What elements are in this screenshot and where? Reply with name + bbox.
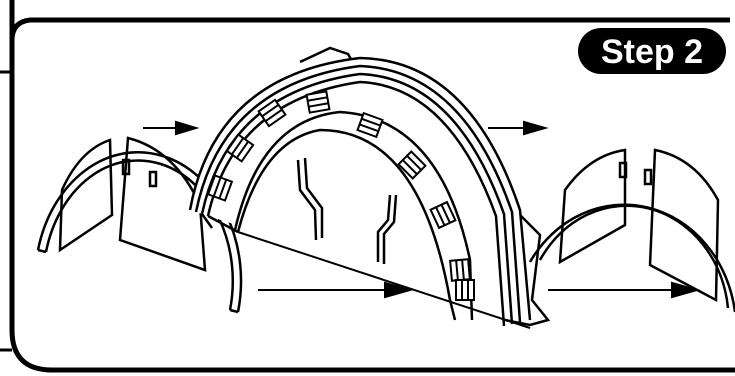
arrow-bottom-right <box>548 283 697 297</box>
right-arch-panel <box>530 150 735 312</box>
center-ring-arch <box>190 48 548 326</box>
arrow-bottom-left <box>258 283 410 297</box>
arrow-right-top <box>488 122 545 134</box>
vent <box>456 280 474 300</box>
vent <box>307 91 330 112</box>
step-badge: Step 2 <box>578 28 726 74</box>
step-badge-label: Step 2 <box>601 33 703 71</box>
vent <box>450 259 470 280</box>
arrow-left-top <box>143 122 196 134</box>
